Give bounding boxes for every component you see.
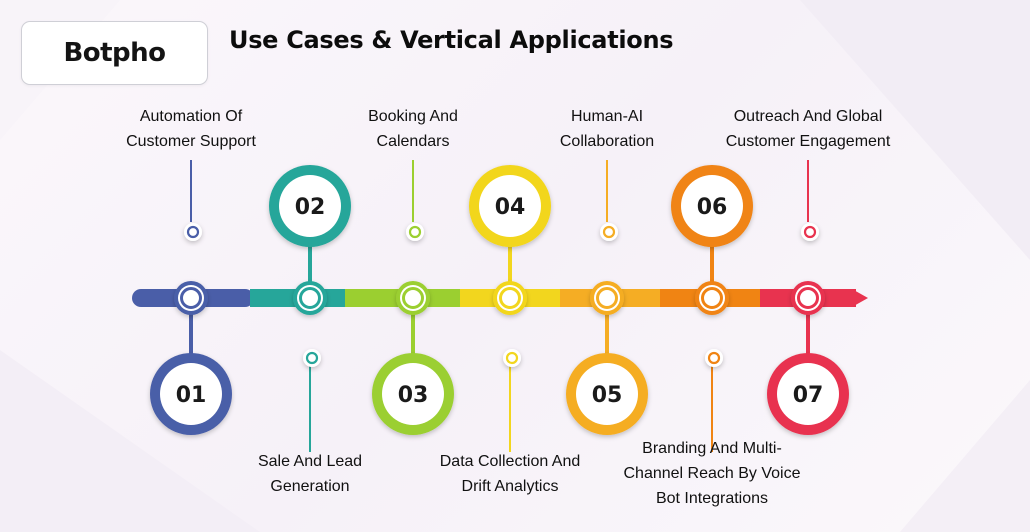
small-dot-ring-7 [803,225,817,239]
small-dot-ring-2 [305,351,319,365]
step-circle-inner-2 [279,175,341,237]
timeline-node-ring-5 [596,287,618,309]
step-number-circles: 01 02 03 04 05 06 07 [150,165,849,435]
small-dot-4 [503,349,521,367]
step-label-6-line-1: Branding And Multi- [642,440,782,457]
step-label-3-line-1: Booking And [368,108,458,125]
small-dot-3 [406,223,424,241]
step-label-6: Branding And Multi- Channel Reach By Voic… [624,436,801,511]
step-label-5-line-1: Human-AI [570,108,644,125]
small-dot-2 [303,349,321,367]
timeline-node-ring-3 [402,287,424,309]
small-dot-ring-1 [186,225,200,239]
step-number-3: 03 [398,383,429,408]
step-circle-inner-5 [576,363,638,425]
step-label-4-line-2: Drift Analytics [461,478,559,495]
logo-main: Botpho [63,38,166,68]
step-label-5: Human-AI Collaboration [560,104,654,154]
step-number-7: 07 [793,383,824,408]
step-number-4: 04 [495,195,526,220]
small-dot-ring-5 [602,225,616,239]
step-number-5: 05 [592,383,623,408]
step-label-1-line-2: Customer Support [126,133,256,150]
botphonic-logo: Botpho [21,21,208,85]
step-label-2-line-2: Generation [270,478,350,495]
step-circle-inner-1 [160,363,222,425]
small-dot-ring-6 [707,351,721,365]
small-dot-5 [600,223,618,241]
step-label-7-line-1: Outreach And Global [733,108,883,125]
step-circle-inner-7 [777,363,839,425]
small-dot-7 [801,223,819,241]
step-label-6-line-2: Channel Reach By Voice [623,465,801,482]
step-number-2: 02 [295,195,326,220]
small-dot-1 [184,223,202,241]
timeline-node-ring-7 [797,287,819,309]
timeline-connectors [189,160,810,452]
timeline-node-ring-4 [499,287,521,309]
step-number-1: 01 [176,383,207,408]
step-circle-inner-4 [479,175,541,237]
timeline-node-ring-2 [299,287,321,309]
timeline-node-ring-1 [180,287,202,309]
timeline-small-dots [184,223,819,367]
step-circle-inner-6 [681,175,743,237]
step-circle-inner-3 [382,363,444,425]
logo-text: Botpho [63,38,166,68]
step-label-1-line-1: Automation Of [139,108,243,125]
timeline-nodes [174,281,825,315]
step-label-3-line-2: Calendars [376,133,450,150]
step-label-7-line-2: Customer Engagement [725,133,891,150]
page-title: Use Cases & Vertical Applications [229,26,674,54]
small-dot-ring-4 [505,351,519,365]
small-dot-6 [705,349,723,367]
small-dot-ring-3 [408,225,422,239]
step-label-4-line-1: Data Collection And [439,453,581,470]
step-label-6-line-3: Bot Integrations [655,490,769,507]
step-label-5-line-2: Collaboration [559,133,655,150]
timeline-arrowhead [852,289,868,307]
timeline-node-ring-6 [701,287,723,309]
step-label-1: Automation Of Customer Support [126,104,256,154]
step-label-2-line-1: Sale And Lead [257,453,363,470]
step-number-6: 06 [697,195,728,220]
